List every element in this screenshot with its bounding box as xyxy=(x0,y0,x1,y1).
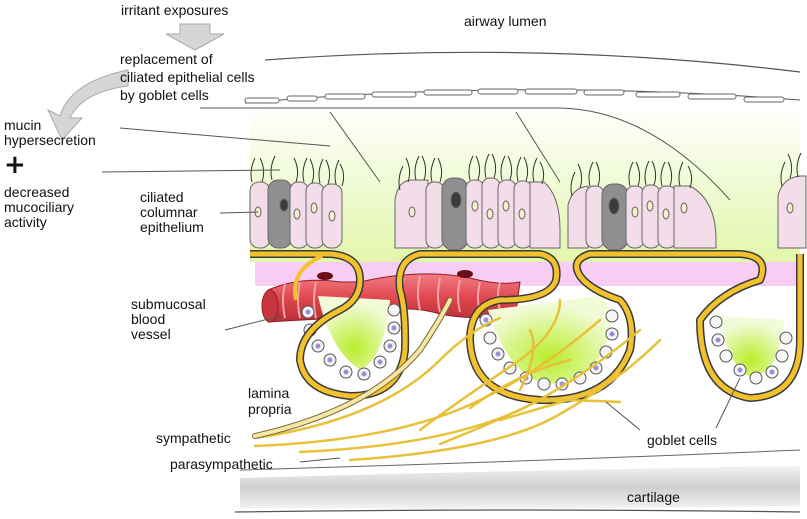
epithelium-group-2 xyxy=(394,177,561,251)
cartilage-band xyxy=(240,466,800,509)
epithelium-group-1 xyxy=(249,179,343,249)
label-parasympathetic: parasympathetic xyxy=(170,456,273,472)
label-replacement-line-3: by goblet cells xyxy=(120,87,209,103)
nerve-fibers xyxy=(253,298,662,462)
cartilage-bottom-line xyxy=(234,509,801,513)
label-airway-lumen: airway lumen xyxy=(464,13,547,29)
label-mucin-line-2: hypersecretion xyxy=(4,132,96,148)
lumen-line-upper xyxy=(264,51,801,73)
label-decreased-line-1: decreased xyxy=(4,184,70,200)
label-ciliated-line-2: columnar xyxy=(140,204,198,220)
tissue-baseline xyxy=(239,449,801,471)
label-replacement-line-1: replacement of xyxy=(120,51,213,67)
gland-cell-nuclei xyxy=(305,309,775,387)
label-goblet-cells: goblet cells xyxy=(647,432,718,448)
label-mucin-line-1: mucin xyxy=(4,117,42,133)
cilia xyxy=(250,152,802,197)
arrow-curved-mucin xyxy=(46,69,129,141)
label-decreased-line-3: activity xyxy=(4,214,47,230)
label-lamina-line-1: lamina xyxy=(248,385,290,401)
label-cartilage: cartilage xyxy=(627,489,680,505)
leader-lines xyxy=(101,107,741,463)
gland-lumen-3 xyxy=(718,316,784,378)
label-irritant-exposures: irritant exposures xyxy=(121,2,229,18)
label-replacement-line-2: ciliated epithelial cells xyxy=(120,69,255,85)
epithelium-group-3 xyxy=(567,183,717,251)
label-vessel-line-3: vessel xyxy=(131,326,171,342)
label-lamina-line-2: propria xyxy=(248,401,292,417)
label-vessel-line-1: submucosal xyxy=(131,296,206,312)
label-decreased-line-2: mucociliary xyxy=(4,199,75,215)
epithelium-group-4 xyxy=(777,175,807,249)
label-sympathetic: sympathetic xyxy=(156,430,231,446)
mucus-layer-dashes xyxy=(244,88,785,104)
label-ciliated-line-1: ciliated xyxy=(140,189,184,205)
label-vessel-line-2: blood xyxy=(131,311,166,327)
gland-outline-1 xyxy=(293,254,323,301)
arrow-down-irritant xyxy=(165,23,225,51)
plus-sign: + xyxy=(4,150,26,180)
sympathetic-nerve xyxy=(252,297,453,439)
label-ciliated-line-3: epithelium xyxy=(140,219,204,235)
